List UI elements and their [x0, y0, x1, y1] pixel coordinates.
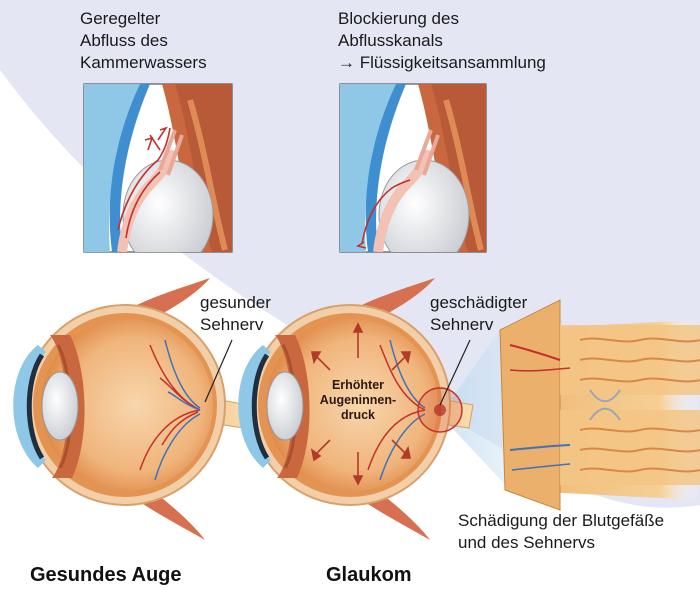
damaged-nerve-label: geschädigter Sehnerv [430, 292, 527, 336]
blocked-drainage-label: Blockierung des Abflusskanals → Flüssigk… [338, 8, 546, 74]
healthy-eye-caption: Gesundes Auge [30, 564, 182, 587]
nerve-damage-detail [500, 300, 700, 510]
blocked-drainage-inset [340, 84, 486, 270]
healthy-drainage-label: Geregelter Abfluss des Kammerwassers [80, 8, 207, 74]
healthy-nerve-label: gesunder Sehnerv [200, 292, 271, 336]
lens [42, 372, 78, 440]
glaucoma-caption: Glaukom [326, 564, 412, 587]
damage-detail-label: Schädigung der Blutgefäße und des Sehner… [458, 510, 664, 554]
healthy-drainage-inset [84, 84, 232, 270]
lens [267, 372, 303, 440]
pressure-label: Erhöhter Augeninnen- druck [308, 378, 408, 423]
